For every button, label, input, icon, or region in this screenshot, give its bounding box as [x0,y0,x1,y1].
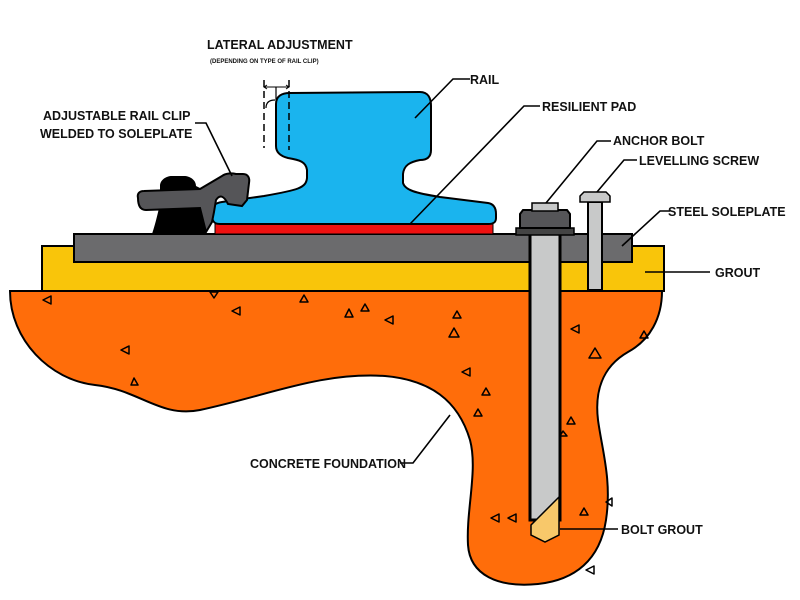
resilient-pad [214,223,494,235]
label-rail-clip-line2: WELDED TO SOLEPLATE [40,127,192,141]
label-grout: GROUT [715,266,761,280]
label-lateral-adjustment-note: (DEPENDING ON TYPE OF RAIL CLIP) [210,59,319,65]
leader-lines [195,78,710,530]
rail [211,90,497,225]
label-rail-clip-line1: ADJUSTABLE RAIL CLIP [43,109,190,123]
label-steel-soleplate: STEEL SOLEPLATE [668,205,786,219]
label-bolt-grout: BOLT GROUT [621,523,703,537]
label-anchor-bolt: ANCHOR BOLT [613,134,705,148]
lateral-adjustment-indicator [263,80,290,150]
label-rail: RAIL [470,73,500,87]
anchor-bolt [515,202,575,543]
concrete-aggregate-marks [42,291,649,575]
levelling-screw [579,191,611,291]
label-resilient-pad: RESILIENT PAD [542,100,636,114]
label-lateral-adjustment: LATERAL ADJUSTMENT [207,38,353,52]
label-concrete-foundation: CONCRETE FOUNDATION [250,457,406,471]
adjustable-rail-clip [136,172,251,235]
concrete-foundation [8,290,664,586]
label-levelling-screw: LEVELLING SCREW [639,154,759,168]
